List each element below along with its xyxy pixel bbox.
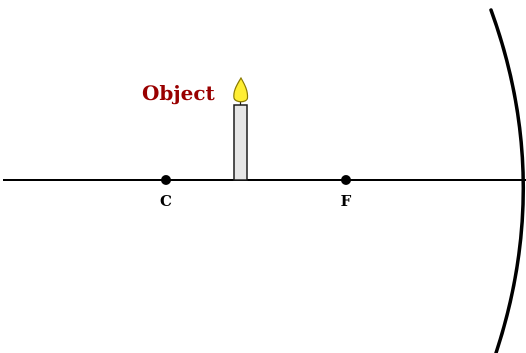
flame-icon bbox=[233, 76, 249, 103]
focal-point-label: F bbox=[341, 192, 352, 210]
object-label: Object bbox=[142, 81, 216, 105]
concave-mirror bbox=[489, 8, 526, 353]
center-of-curvature-label: C bbox=[160, 192, 172, 210]
center-of-curvature-point bbox=[161, 175, 171, 185]
candle-object bbox=[233, 76, 249, 181]
candle-body bbox=[233, 104, 248, 181]
focal-point bbox=[341, 175, 351, 185]
